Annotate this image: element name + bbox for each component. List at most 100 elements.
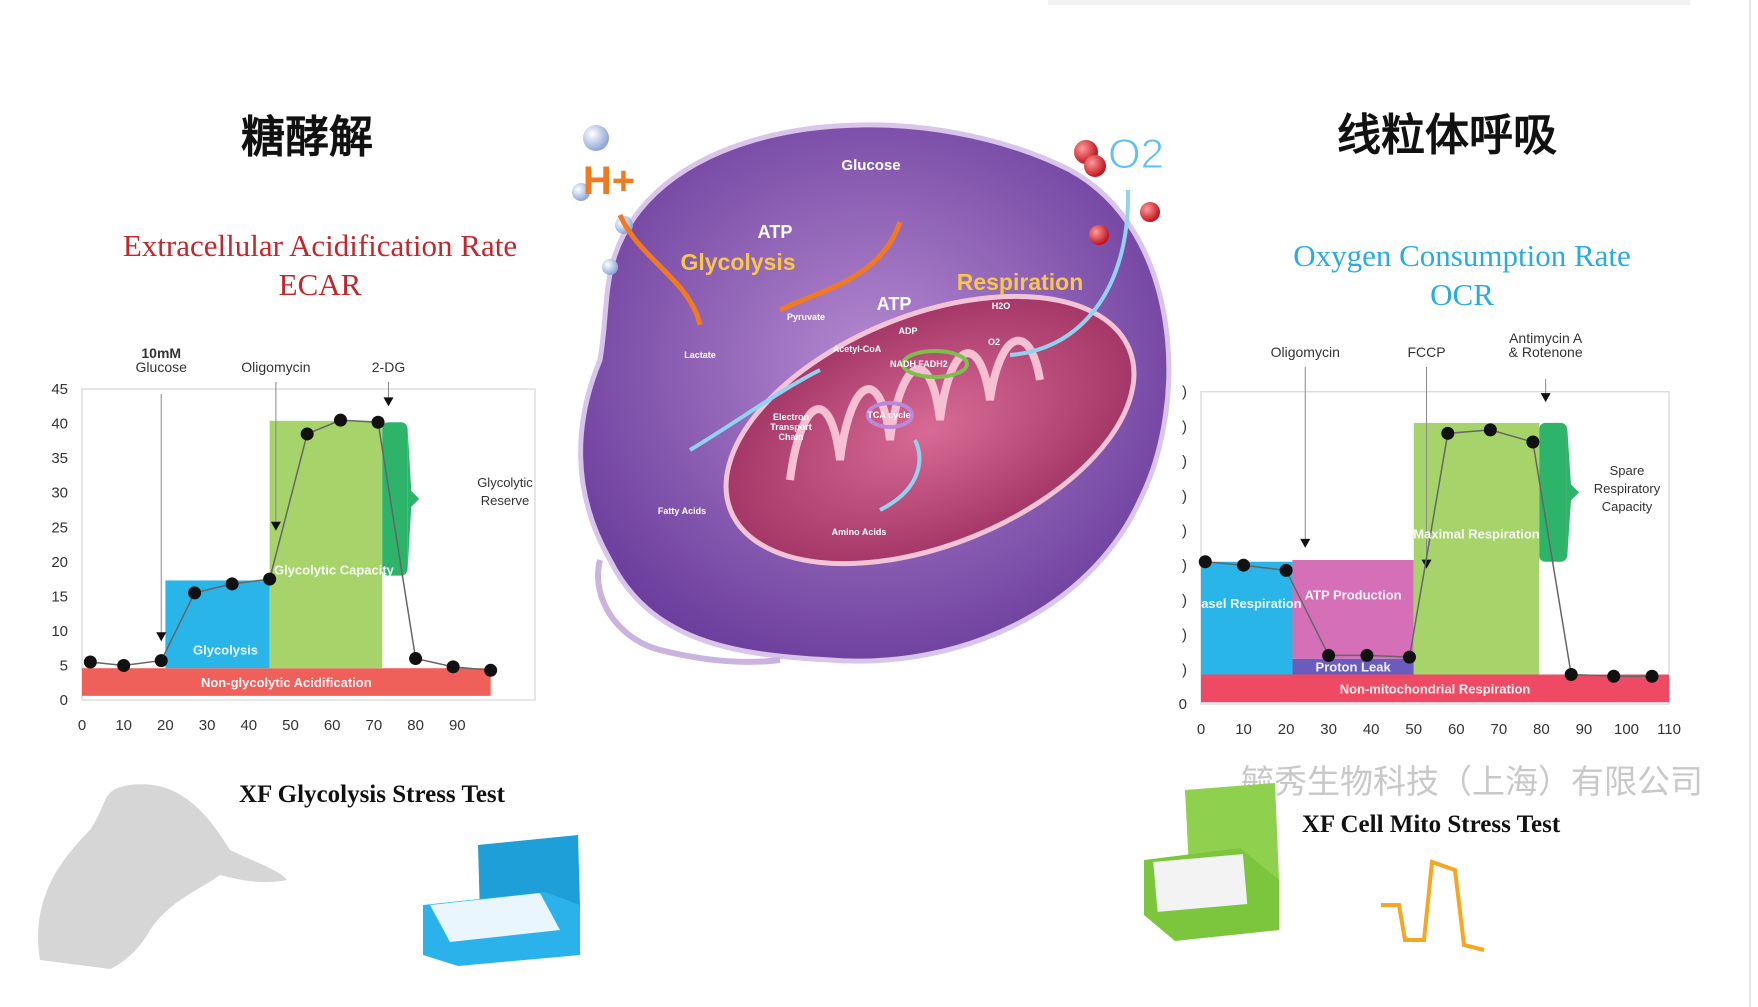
region-label: Non-mitochondrial Respiration xyxy=(1340,681,1531,696)
acetyl-coa-label: Acetyl-CoA xyxy=(833,344,882,354)
region-non-glycolytic-acidification xyxy=(82,668,491,696)
mito-respiration-heading: 线粒体呼吸 xyxy=(1337,110,1557,161)
data-point xyxy=(225,577,239,591)
h-plus-label: H+ xyxy=(583,159,635,203)
seahorse-logo xyxy=(38,784,287,969)
ocr-title-line1: Oxygen Consumption Rate xyxy=(1293,238,1631,273)
data-point xyxy=(154,654,168,668)
proton-ball xyxy=(602,259,618,275)
injection-label: Oligomycin xyxy=(1271,344,1340,360)
data-point xyxy=(1360,648,1374,662)
injection-arrow-icon xyxy=(156,632,167,642)
data-point xyxy=(1645,669,1659,683)
data-point xyxy=(1607,669,1621,683)
data-point xyxy=(300,427,314,441)
proton-ball xyxy=(572,183,590,201)
y-tick-label: ) xyxy=(1182,453,1187,470)
x-tick-label: 30 xyxy=(1320,721,1337,738)
cell-membrane xyxy=(595,559,781,665)
y-tick-label: 0 xyxy=(60,692,68,709)
y-tick-label: ) xyxy=(1182,661,1187,678)
cell-metabolism-diagram: H+ O2 Glucose ATP Glycolysis Respiration… xyxy=(572,122,1172,665)
region-glycolytic-capacity xyxy=(269,420,383,669)
pyruvate-label: Pyruvate xyxy=(787,312,825,322)
proton-export-arrow xyxy=(617,213,703,326)
injection-arrow-icon xyxy=(1540,393,1551,403)
region-label: Glycolysis xyxy=(193,642,258,657)
glycolysis-kit-label: XF Glycolysis Stress Test xyxy=(239,781,506,808)
o2-small-label: O2 xyxy=(988,337,1000,347)
data-point xyxy=(409,652,423,666)
top-shadow-bar xyxy=(1048,0,1690,5)
glycolysis-label: Glycolysis xyxy=(680,249,795,275)
y-tick-label: 30 xyxy=(51,485,68,502)
side-label: Reserve xyxy=(481,493,529,508)
injection-arrow-icon xyxy=(383,397,394,407)
injection-label-2: & Rotenone xyxy=(1509,344,1583,360)
atp-label-1: ATP xyxy=(758,222,793,242)
x-tick-label: 40 xyxy=(1363,721,1380,738)
company-watermark: 毓秀生物科技（上海）有限公司 xyxy=(1241,762,1703,801)
region-maximal-respiration xyxy=(1413,422,1540,675)
data-point xyxy=(446,660,460,674)
glycolysis-kit-box xyxy=(423,835,580,966)
data-point xyxy=(371,415,385,429)
y-tick-label: ) xyxy=(1182,384,1187,401)
region-atp-production xyxy=(1292,559,1414,659)
fadh2-label: FADH2 xyxy=(918,359,948,369)
injection-label-2: Glucose xyxy=(136,359,188,375)
x-tick-label: 100 xyxy=(1614,721,1639,738)
data-point xyxy=(484,663,498,677)
injection-label: Oligomycin xyxy=(241,359,310,375)
etc-label-1: Electron xyxy=(773,412,809,422)
y-tick-label: ) xyxy=(1182,627,1187,644)
x-tick-label: 90 xyxy=(449,717,466,734)
injection-arrow-icon xyxy=(270,521,281,531)
x-tick-label: 110 xyxy=(1657,721,1681,738)
y-tick-label: 10 xyxy=(51,623,68,640)
data-point xyxy=(1441,426,1455,440)
y-tick-label: ) xyxy=(1182,557,1187,574)
ocr-title-line2: OCR xyxy=(1430,277,1494,312)
h2o-label: H2O xyxy=(992,301,1011,311)
region-non-mitochondrial-respiration xyxy=(1201,674,1670,703)
y-tick-label: 15 xyxy=(51,588,68,605)
x-tick-label: 0 xyxy=(1197,721,1205,738)
data-point xyxy=(117,658,131,672)
oxygen-ball xyxy=(1084,155,1106,177)
region-proton-leak xyxy=(1292,658,1414,675)
glycolysis-heading: 糖酵解 xyxy=(241,112,373,163)
data-point xyxy=(1237,558,1251,572)
injection-arrow-icon xyxy=(1300,538,1311,548)
fatty-acid-arrow xyxy=(688,368,821,452)
data-point xyxy=(1526,435,1540,449)
fatty-acids-label: Fatty Acids xyxy=(658,506,706,516)
mito-profile-icon xyxy=(1381,859,1485,952)
ecar-title-line2: ECAR xyxy=(279,267,362,302)
x-tick-label: 80 xyxy=(407,717,424,734)
tca-cycle-label: TCA cycle xyxy=(867,410,910,420)
etc-label-3: Chain xyxy=(778,432,803,442)
region-label: Proton Leak xyxy=(1316,660,1392,675)
amino-acid-arrow xyxy=(879,439,922,512)
x-tick-label: 50 xyxy=(1405,721,1422,738)
region-basel-respiration xyxy=(1201,561,1293,675)
oxygen-ball xyxy=(1140,202,1160,222)
data-point xyxy=(1279,563,1293,577)
y-tick-label: 25 xyxy=(51,519,68,536)
cristae xyxy=(786,336,1044,481)
region-label: ATP Production xyxy=(1305,587,1402,602)
data-point xyxy=(263,572,277,586)
x-tick-label: 20 xyxy=(1278,721,1295,738)
data-point xyxy=(1402,650,1416,664)
region-glycolysis xyxy=(165,580,270,669)
region-label: Basel Respiration xyxy=(1192,596,1302,611)
injection-arrow-icon xyxy=(1421,559,1432,569)
y-tick-label: 35 xyxy=(51,450,68,467)
x-tick-label: 10 xyxy=(1235,721,1252,738)
data-point xyxy=(1564,668,1578,682)
x-tick-label: 90 xyxy=(1576,721,1593,738)
x-tick-label: 50 xyxy=(282,717,299,734)
glucose-label: Glucose xyxy=(841,157,900,174)
plot-frame xyxy=(81,388,536,701)
